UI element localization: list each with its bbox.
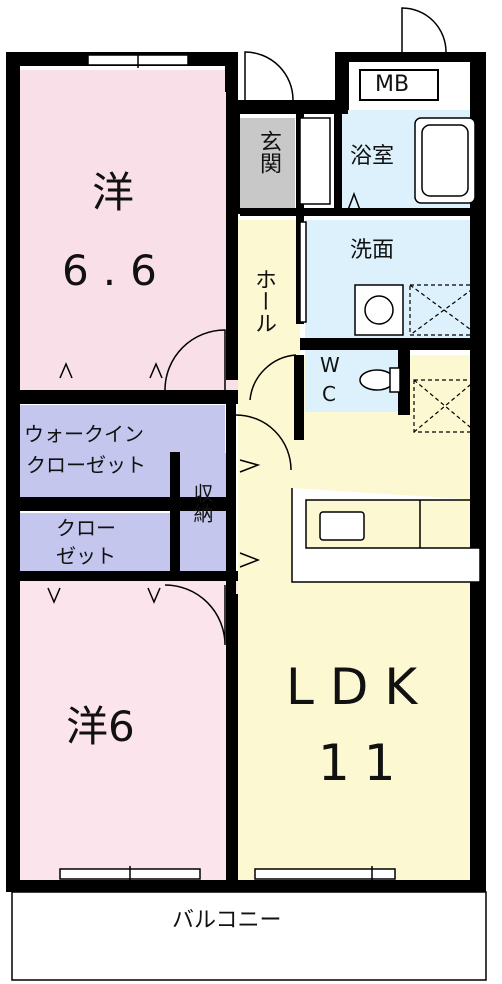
toilet-fixture: [359, 367, 401, 393]
entrance-fill: [240, 118, 295, 208]
meter-box: [359, 69, 439, 101]
storage-label: 収納: [190, 483, 214, 523]
windows: [59, 52, 396, 882]
kitchen-counter: [291, 488, 481, 583]
washroom-label: 洗面: [350, 238, 395, 263]
balcony-label: バルコニー: [172, 908, 282, 933]
meter-box-label: MB: [375, 72, 410, 97]
storage-fill: [180, 453, 226, 571]
entrance-shoe-cabinet: [299, 117, 331, 205]
washing-machine-space: [409, 284, 479, 433]
ldk-size: 11: [318, 734, 410, 792]
ldk-fill: [238, 420, 480, 880]
walk-in-closet-line1: ウォークイン: [24, 422, 144, 446]
western-room-1-fill: [20, 70, 238, 390]
walk-in-closet-line2: クローゼット: [26, 453, 146, 477]
ldk-type: LDK: [286, 658, 434, 716]
hall-label: ホール: [251, 268, 276, 334]
western-room-2-label: 洋6: [66, 702, 135, 751]
toilet-label-w: W: [320, 353, 340, 377]
walls: [6, 52, 486, 892]
washbasin: [354, 284, 404, 336]
hall-fill: [238, 220, 300, 420]
western-room-2-fill: [20, 575, 238, 880]
toilet-label-c: C: [322, 382, 336, 406]
western-room-1-size: 6.6: [62, 246, 171, 295]
doors: [47, 7, 447, 646]
bathtub: [414, 117, 476, 204]
closet-line1: クロー: [56, 516, 116, 540]
balcony-outline: [11, 891, 487, 981]
closet-line2: ゼット: [56, 544, 116, 568]
entrance-label: 玄関: [256, 130, 281, 174]
western-room-1-type: 洋: [92, 168, 135, 217]
bathroom-label: 浴室: [350, 144, 395, 169]
closet-fill: [20, 513, 170, 571]
